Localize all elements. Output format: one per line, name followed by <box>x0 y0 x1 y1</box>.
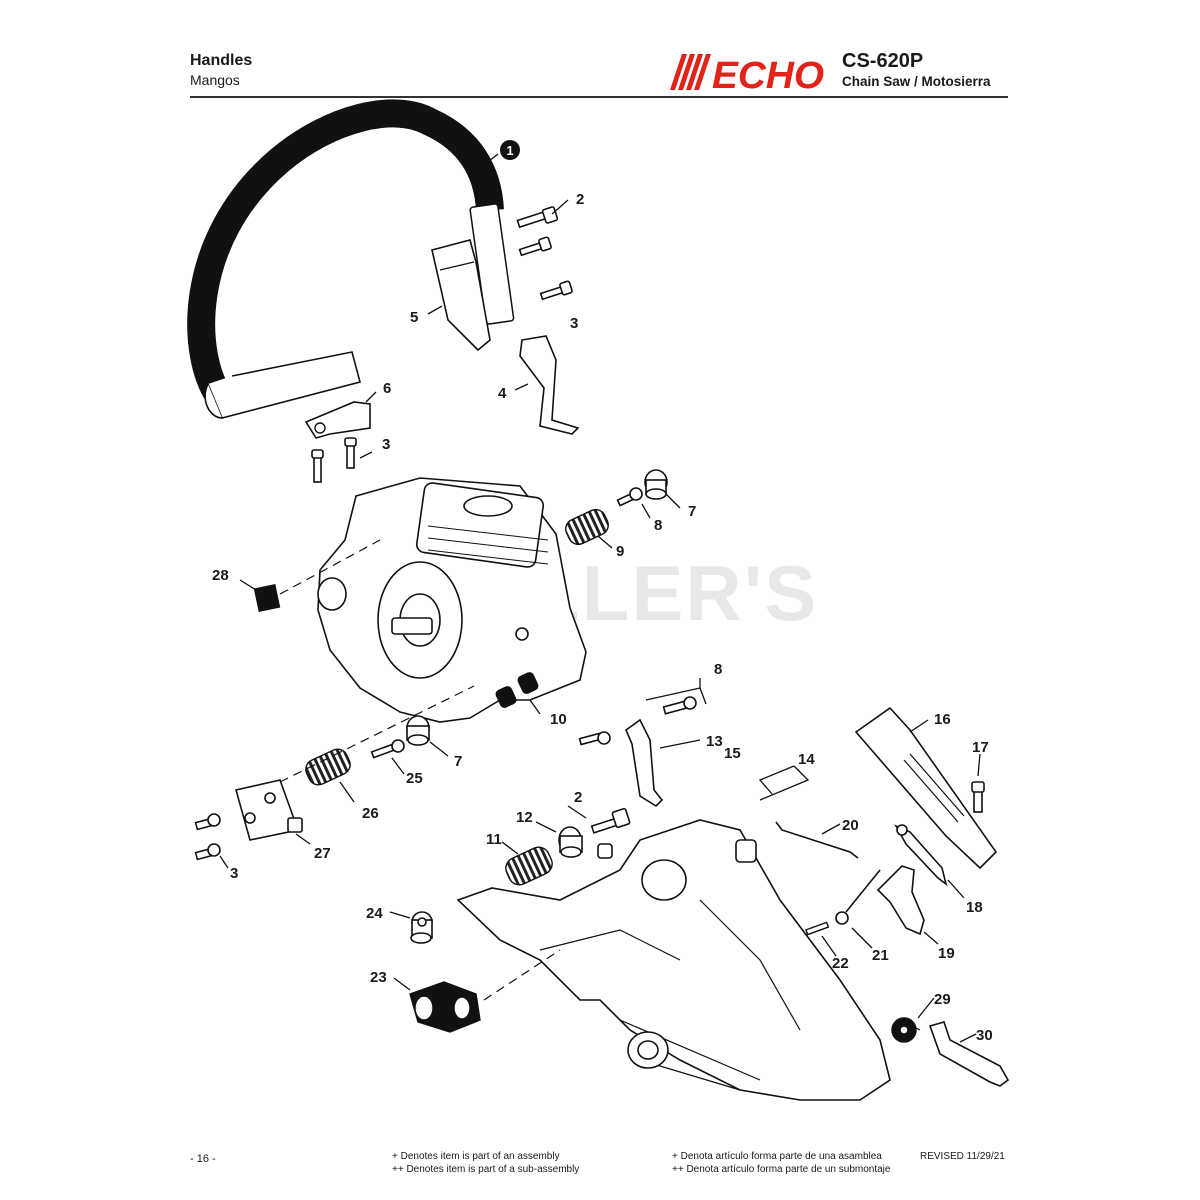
front-handle-bar <box>187 99 515 419</box>
bushings-pair <box>495 672 539 708</box>
bracket-screws <box>311 437 357 483</box>
lever-30 <box>928 1021 1010 1087</box>
callout-29: 29 <box>934 991 951 1008</box>
logo-wordmark: ECHO <box>712 55 824 92</box>
callout-18: 18 <box>966 899 983 916</box>
header-rule <box>190 96 1008 98</box>
callout-7a: 7 <box>688 503 696 520</box>
handle-cover <box>431 239 491 352</box>
callout-17: 17 <box>972 739 989 756</box>
spring-top <box>565 508 609 546</box>
callout-27: 27 <box>314 845 331 862</box>
page-number: - 16 - <box>190 1153 216 1165</box>
screw-25 <box>370 739 405 759</box>
footnotes-spanish: + Denota artículo forma parte de una asa… <box>672 1150 890 1176</box>
callout-16: 16 <box>934 711 951 728</box>
mounting-plate <box>235 779 303 841</box>
callout-12: 12 <box>516 809 533 826</box>
callout-8b: 8 <box>714 661 722 678</box>
label-sticker <box>253 583 281 613</box>
rear-handle-housing <box>456 819 891 1101</box>
callout-15: 15 <box>724 745 741 762</box>
callout-14: 14 <box>798 751 815 768</box>
callout-2b: 2 <box>574 789 582 806</box>
alignment-lines <box>279 539 921 1031</box>
callout-28: 28 <box>212 567 229 584</box>
callout-11: 11 <box>486 831 502 848</box>
trigger-pin <box>805 921 830 936</box>
page-title: Handles <box>190 52 253 69</box>
revision-date: REVISED 11/29/21 <box>920 1151 1005 1162</box>
callout-6: 6 <box>383 380 391 397</box>
plate-screws <box>194 813 221 861</box>
intake-boot <box>409 981 481 1033</box>
callout-9: 9 <box>616 543 624 560</box>
echo-logo: ECHO <box>670 54 824 92</box>
grommet <box>891 1017 917 1043</box>
leader-lines <box>219 153 981 1043</box>
footnote-subassembly-es: ++ Denota artículo forma parte de un sub… <box>672 1164 891 1175</box>
footnote-subassembly-en: ++ Denotes item is part of a sub-assembl… <box>392 1164 580 1175</box>
page-header: Handles Mangos <box>190 52 252 88</box>
wire-spring <box>775 821 859 859</box>
callout-10: 10 <box>550 711 567 728</box>
rear-handle-cover <box>854 706 998 870</box>
spring-middle <box>505 846 553 886</box>
callout-25: 25 <box>406 770 423 787</box>
footnote-assembly-en: + Denotes item is part of an assembly <box>392 1151 560 1162</box>
callout-5: 5 <box>410 309 418 326</box>
bushing-lower <box>406 715 430 746</box>
callout-24: 24 <box>366 905 383 922</box>
spring-lower <box>305 748 351 786</box>
callout-1-circle <box>500 140 520 160</box>
callout-4: 4 <box>498 385 507 402</box>
callout-26: 26 <box>362 805 379 822</box>
throttle-lock <box>894 824 948 886</box>
callout-19: 19 <box>938 945 955 962</box>
callout-8a: 8 <box>654 517 662 534</box>
bushing-top <box>644 469 668 500</box>
torsion-spring <box>835 869 881 925</box>
callout-3c: 3 <box>230 865 238 882</box>
callout-1: 1 <box>506 143 513 158</box>
footnote-assembly-es: + Denota artículo forma parte de una asa… <box>672 1151 882 1162</box>
callout-23: 23 <box>370 969 387 986</box>
logo-stripes-icon <box>670 54 711 90</box>
screw-8a <box>616 487 643 507</box>
callout-30: 30 <box>976 1027 993 1044</box>
handle-bolts <box>516 206 573 301</box>
model-block: CS-620P Chain Saw / Motosierra <box>842 50 991 89</box>
clamp-and-screws <box>578 696 697 808</box>
callout-20: 20 <box>842 817 859 834</box>
callout-3b: 3 <box>382 436 390 453</box>
product-name: Chain Saw / Motosierra <box>842 74 991 89</box>
callout-2a: 2 <box>576 191 584 208</box>
callout-7b: 7 <box>454 753 462 770</box>
callout-22: 22 <box>832 955 849 972</box>
model-number: CS-620P <box>842 50 924 72</box>
callout-3a: 3 <box>570 315 578 332</box>
throttle-trigger <box>876 865 925 936</box>
handle-bracket <box>519 335 580 435</box>
page-subtitle: Mangos <box>190 72 240 88</box>
bushing-24 <box>410 911 433 944</box>
callout-13: 13 <box>706 733 723 750</box>
engine-crankcase <box>317 477 587 723</box>
bracket-plate <box>304 401 371 439</box>
footnotes-english: + Denotes item is part of an assembly ++… <box>392 1150 579 1176</box>
callout-21: 21 <box>872 947 889 964</box>
fastener-set <box>558 807 631 859</box>
